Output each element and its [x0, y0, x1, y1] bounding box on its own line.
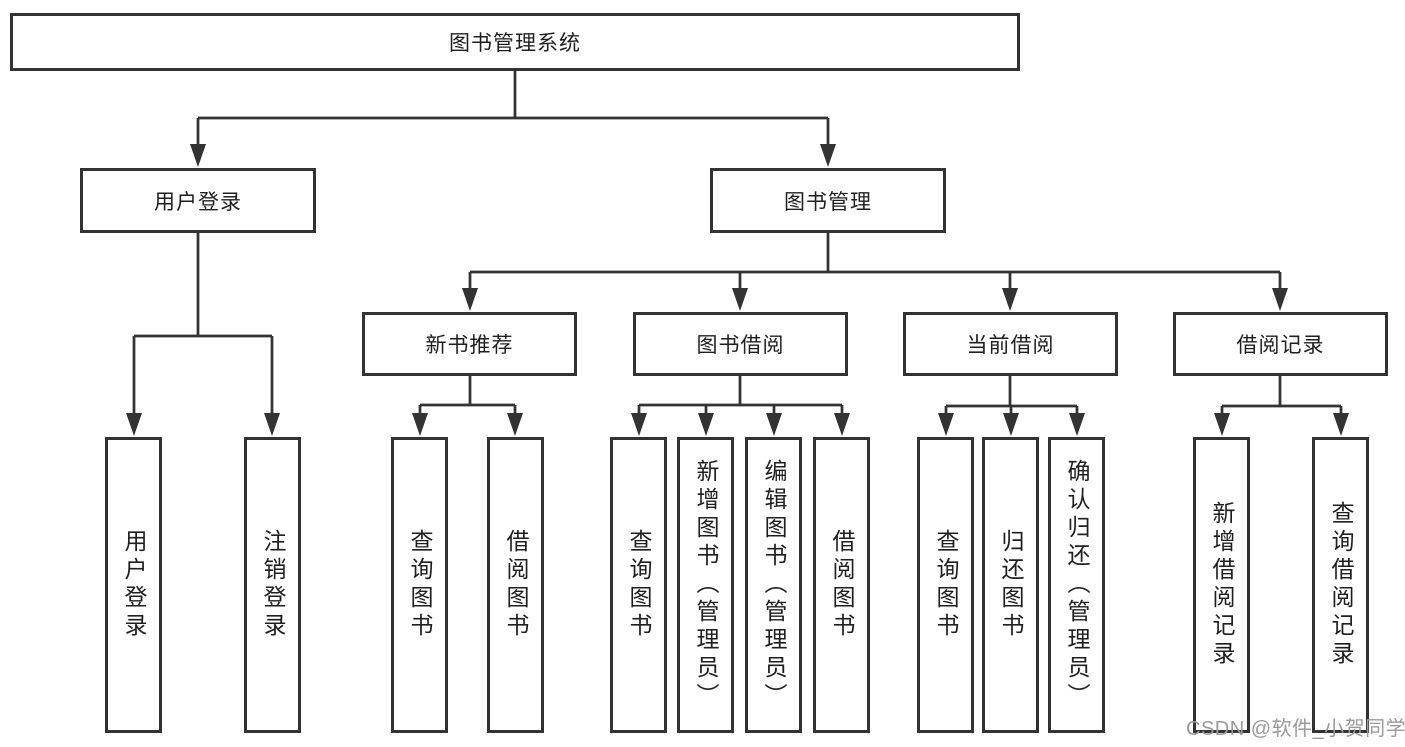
arrowhead	[1272, 288, 1288, 311]
node-book-borrow: 图书借阅	[633, 312, 848, 376]
node-br-add-record: 新增借阅记录	[1193, 437, 1250, 733]
arrowhead	[1214, 413, 1230, 436]
arrowhead	[820, 144, 836, 167]
arrowhead	[631, 413, 647, 436]
node-cb-query-books: 查询图书	[917, 437, 974, 733]
arrowhead	[1069, 413, 1085, 436]
arrowhead	[1003, 413, 1019, 436]
node-bb-edit-books: 编辑图书（管理员）	[745, 437, 802, 733]
node-root: 图书管理系统	[10, 13, 1020, 71]
node-leaf-user-login: 用户登录	[105, 437, 162, 733]
node-new-book-recommend: 新书推荐	[362, 312, 577, 376]
arrowhead	[1333, 413, 1349, 436]
node-br-query-record: 查询借阅记录	[1312, 437, 1369, 733]
arrowhead	[412, 413, 428, 436]
node-user-login: 用户登录	[80, 168, 316, 233]
node-borrow-records: 借阅记录	[1173, 312, 1388, 376]
arrowhead	[126, 413, 142, 436]
node-book-management: 图书管理	[710, 168, 946, 233]
arrowhead	[766, 413, 782, 436]
arrowhead	[264, 413, 280, 436]
arrowhead	[507, 413, 523, 436]
node-rec-query-books: 查询图书	[391, 437, 448, 733]
watermark: CSDN @软件_小贺同学	[1186, 718, 1405, 740]
node-bb-add-books: 新增图书（管理员）	[677, 437, 734, 733]
arrowhead	[732, 288, 748, 311]
arrowhead	[190, 144, 206, 167]
node-cb-return-books: 归还图书	[982, 437, 1039, 733]
arrowhead	[1002, 288, 1018, 311]
node-bb-borrow-books: 借阅图书	[813, 437, 870, 733]
node-bb-query-books: 查询图书	[610, 437, 667, 733]
node-current-borrow: 当前借阅	[903, 312, 1118, 376]
node-rec-borrow-books: 借阅图书	[487, 437, 544, 733]
arrowhead	[834, 413, 850, 436]
arrowhead	[938, 413, 954, 436]
arrowhead	[698, 413, 714, 436]
node-cb-confirm-return: 确认归还（管理员）	[1048, 437, 1105, 733]
arrowhead	[462, 288, 478, 311]
node-leaf-logout: 注销登录	[244, 437, 301, 733]
